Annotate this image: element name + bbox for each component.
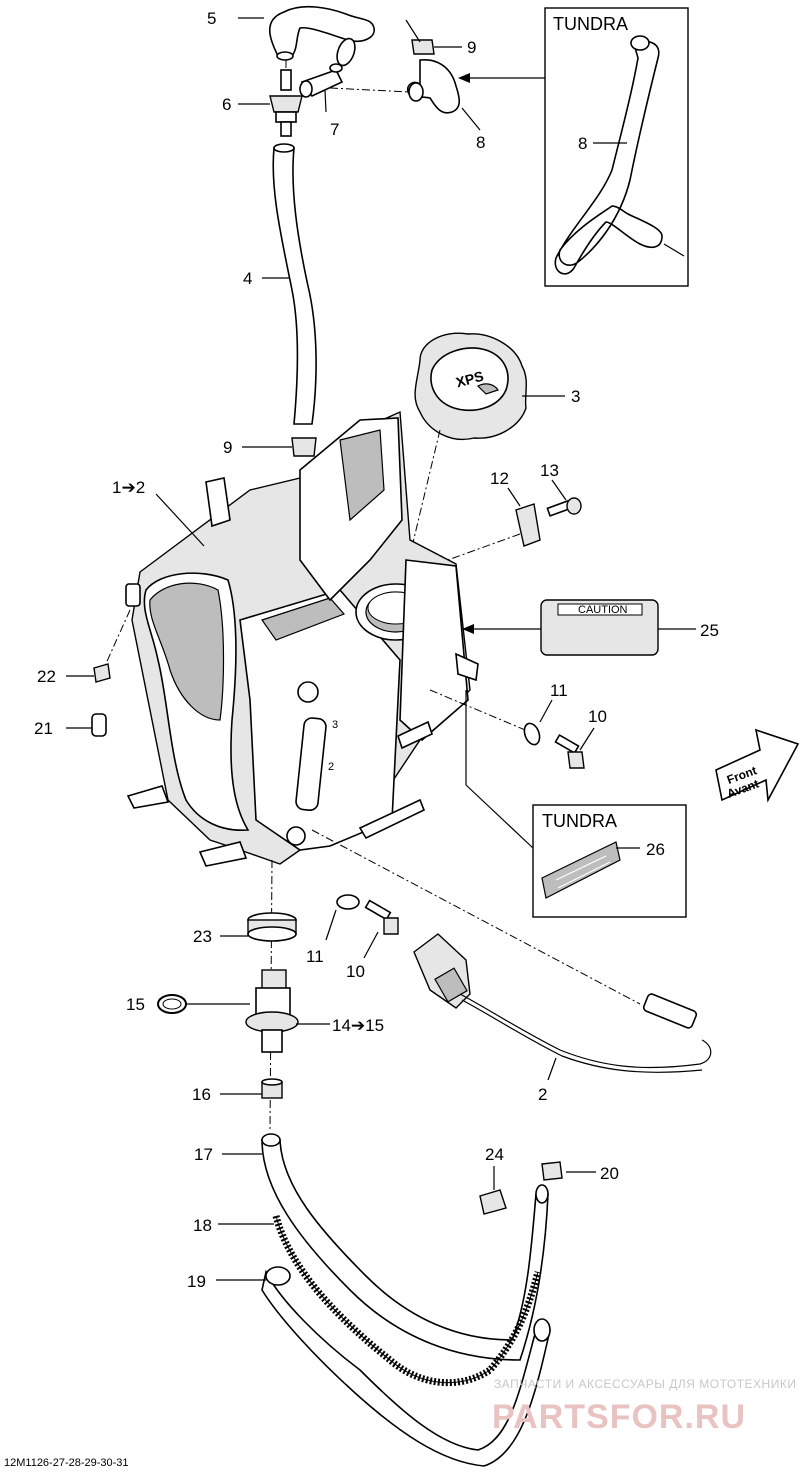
inset-top-title: TUNDRA	[553, 14, 628, 34]
inset-tundra-bottom: TUNDRA	[532, 804, 687, 918]
callout-9-top: 9	[467, 38, 476, 57]
callout-16: 16	[192, 1085, 211, 1104]
callout-10-lower: 10	[346, 962, 365, 981]
clamp-16	[261, 1078, 283, 1099]
callout-11-upper: 11	[550, 681, 568, 700]
valve-14	[245, 969, 299, 1053]
callout-24: 24	[485, 1145, 504, 1164]
clamp-7	[299, 63, 344, 113]
figure-code: 12M1126-27-28-29-30-31	[4, 1457, 129, 1469]
clamp-9-top	[405, 19, 462, 55]
screw-13	[546, 479, 582, 517]
hose-5	[268, 5, 375, 67]
inset-bottom-title: TUNDRA	[542, 811, 617, 831]
callout-15: 15	[126, 995, 145, 1014]
callout-11-lower: 11	[306, 947, 324, 966]
callout-10-upper: 10	[588, 707, 607, 726]
hose-4	[272, 143, 317, 425]
callout-1-2: 1➔2	[112, 478, 145, 497]
fitting-22	[93, 663, 111, 683]
washer-11-lower	[325, 894, 360, 941]
callout-26: 26	[646, 840, 665, 859]
svg-text:3: 3	[332, 719, 338, 731]
clamp-20	[541, 1161, 563, 1181]
oil-tank-1: 3 2	[125, 410, 479, 867]
callout-7: 7	[330, 120, 339, 139]
callout-4: 4	[243, 269, 252, 288]
sensor-2	[413, 933, 712, 1073]
callout-12: 12	[490, 469, 509, 488]
plug-21	[91, 713, 107, 737]
callout-8-inset: 8	[578, 134, 587, 153]
spring-18	[272, 1215, 542, 1387]
watermark-brand: PARTSFOR.RU	[492, 1398, 746, 1436]
callout-6: 6	[222, 95, 231, 114]
callout-9-mid: 9	[223, 438, 232, 457]
hose-8	[406, 59, 481, 131]
callout-23: 23	[193, 927, 212, 946]
front-direction-arrow: Front Avant	[715, 728, 800, 803]
callout-14-15: 14➔15	[332, 1016, 384, 1035]
hose-8-tundra	[554, 40, 663, 275]
watermark-tagline: ЗАПЧАСТИ И АКСЕССУАРЫ ДЛЯ МОТОТЕХНИКИ	[494, 1377, 796, 1391]
caution-label-25: CAUTION	[540, 599, 659, 656]
callout-19: 19	[187, 1272, 206, 1291]
bolt-10-upper	[554, 727, 595, 769]
washer-11-upper	[523, 699, 553, 746]
callout-17: 17	[194, 1145, 213, 1164]
inset-tundra-top: TUNDRA 8	[544, 7, 689, 287]
hose-17	[261, 1133, 549, 1361]
oil-cap-3: XPS	[414, 332, 527, 440]
bracket-12	[507, 487, 541, 547]
callout-20: 20	[600, 1164, 619, 1183]
callout-18: 18	[193, 1216, 212, 1235]
caution-text: CAUTION	[578, 604, 628, 616]
cap-logo: XPS	[454, 368, 485, 391]
o-ring-15	[157, 994, 187, 1014]
callout-13: 13	[540, 461, 559, 480]
clamp-9-mid	[291, 437, 317, 457]
callout-2: 2	[538, 1085, 547, 1104]
callout-8: 8	[476, 133, 485, 152]
fitting-24	[479, 1166, 507, 1215]
check-valve-6	[269, 60, 303, 137]
callout-5: 5	[207, 9, 216, 28]
callout-25: 25	[700, 621, 719, 640]
callout-3: 3	[571, 387, 580, 406]
clamp-23	[247, 912, 297, 942]
callout-21: 21	[34, 719, 53, 738]
bolt-10-lower	[363, 899, 399, 959]
callout-22: 22	[37, 667, 56, 686]
hose-19	[261, 1266, 552, 1467]
svg-text:2: 2	[328, 761, 334, 773]
